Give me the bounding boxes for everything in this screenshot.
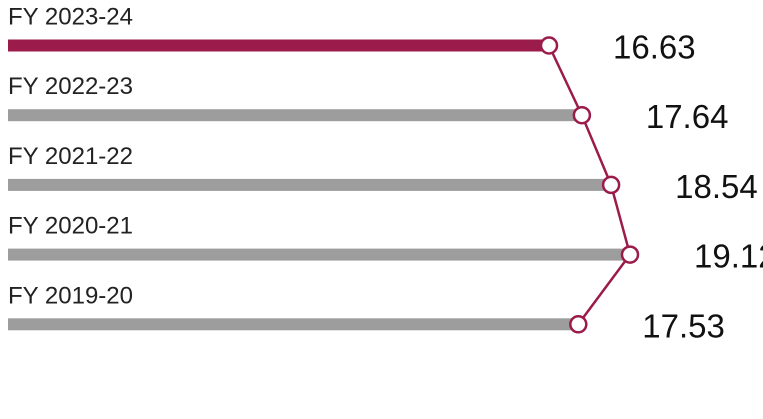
marker-2 <box>601 175 621 195</box>
value-label-4: 17.53 <box>642 307 725 344</box>
bar-0 <box>8 39 549 52</box>
bars-layer <box>8 39 631 331</box>
category-label-2: FY 2021-22 <box>8 143 133 170</box>
marker-4 <box>569 315 588 334</box>
bar-3 <box>8 248 631 261</box>
value-label-1: 17.64 <box>646 98 729 135</box>
marker-0 <box>539 36 559 55</box>
bar-4 <box>8 318 579 331</box>
markers-layer <box>539 36 640 334</box>
category-label-1: FY 2022-23 <box>8 73 133 100</box>
value-label-3: 19.12 <box>694 238 763 275</box>
marker-1 <box>572 105 592 125</box>
category-label-0: FY 2023-24 <box>8 4 133 31</box>
marker-3 <box>620 245 640 264</box>
bar-1 <box>8 109 582 122</box>
value-label-0: 16.63 <box>613 29 696 66</box>
value-label-2: 18.54 <box>675 168 758 205</box>
category-label-4: FY 2019-20 <box>8 282 133 309</box>
labels-layer: FY 2023-24 16.63 FY 2022-23 17.64 FY 2021-22… <box>8 4 763 345</box>
category-label-3: FY 2020-21 <box>8 213 133 240</box>
bar-2 <box>8 178 612 191</box>
